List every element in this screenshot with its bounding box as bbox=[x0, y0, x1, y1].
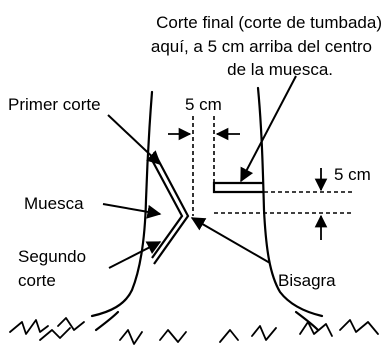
second-cut-label-line2: corte bbox=[18, 271, 56, 290]
right-measure-label: 5 cm bbox=[334, 165, 371, 184]
text-labels: Corte final (corte de tumbada) aquí, a 5… bbox=[8, 13, 382, 290]
final-cut bbox=[212, 181, 264, 194]
final-cut-slot bbox=[212, 181, 264, 194]
second-cut-label-line1: Segundo bbox=[18, 247, 86, 266]
trunk-left-edge bbox=[90, 90, 154, 318]
notch-leader bbox=[102, 203, 162, 219]
root-right bbox=[294, 310, 320, 332]
final-cut-label-line1: Corte final (corte de tumbada) bbox=[156, 13, 382, 32]
final-cut-leader bbox=[240, 75, 297, 183]
dimension-arrows bbox=[168, 127, 328, 240]
notch-inner bbox=[151, 159, 184, 259]
second-cut-leader bbox=[108, 241, 162, 269]
hinge-leader bbox=[190, 217, 271, 264]
dimension-lines bbox=[192, 116, 352, 216]
final-cut-label-line3: de la muesca. bbox=[227, 60, 333, 79]
top-measure-label: 5 cm bbox=[185, 95, 222, 114]
hinge-label: Bisagra bbox=[278, 271, 336, 290]
notch-outer bbox=[153, 151, 190, 265]
final-cut-label-line2: aquí, a 5 cm arriba del centro bbox=[151, 37, 372, 56]
first-cut-label: Primer corte bbox=[8, 95, 101, 114]
first-cut-leader bbox=[107, 114, 162, 165]
ground-grass bbox=[9, 317, 379, 345]
notch bbox=[151, 151, 190, 265]
leader-arrows bbox=[102, 75, 297, 269]
notch-label: Muesca bbox=[24, 194, 84, 213]
root-left bbox=[94, 310, 120, 332]
